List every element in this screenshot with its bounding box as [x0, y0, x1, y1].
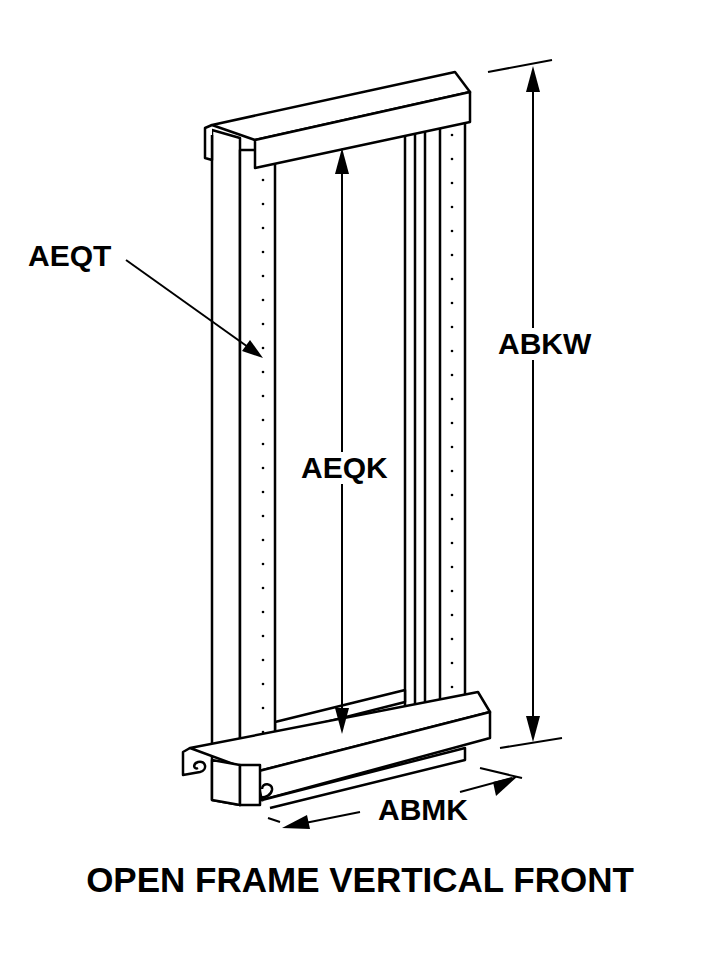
mounting-hole — [451, 494, 454, 497]
mounting-hole — [262, 299, 265, 302]
mounting-hole — [262, 443, 265, 446]
mounting-hole — [262, 491, 265, 494]
mounting-hole — [262, 587, 265, 590]
mounting-hole — [451, 566, 454, 569]
caption: OPEN FRAME VERTICAL FRONT — [0, 862, 720, 897]
mounting-hole — [451, 206, 454, 209]
mounting-hole — [451, 158, 454, 161]
mounting-hole — [451, 182, 454, 185]
dimension-label: AEQT — [26, 240, 113, 272]
mounting-hole — [451, 422, 454, 425]
mounting-hole — [451, 374, 454, 377]
mounting-hole — [262, 371, 265, 374]
mounting-hole — [451, 638, 454, 641]
mounting-hole — [262, 323, 265, 326]
mounting-hole — [451, 518, 454, 521]
top-lip — [205, 125, 212, 160]
mounting-hole — [451, 326, 454, 329]
mounting-hole — [262, 683, 265, 686]
mounting-hole — [451, 278, 454, 281]
mounting-hole — [262, 611, 265, 614]
mounting-hole — [262, 203, 265, 206]
extension-line — [480, 768, 522, 778]
left-upright-front — [240, 150, 275, 800]
mounting-hole — [262, 707, 265, 710]
mounting-hole — [262, 515, 265, 518]
dimension-line — [532, 80, 534, 736]
mounting-hole — [262, 227, 265, 230]
mounting-hole — [262, 251, 265, 254]
right-upright — [405, 95, 465, 730]
mounting-hole — [262, 347, 265, 350]
mounting-hole — [262, 179, 265, 182]
extension-line — [488, 60, 552, 72]
mounting-hole — [262, 419, 265, 422]
mounting-hole — [262, 563, 265, 566]
left-upright-side — [212, 130, 240, 805]
mounting-hole — [262, 635, 265, 638]
dimension-label: AEQK — [299, 452, 390, 484]
mounting-hole — [262, 395, 265, 398]
mounting-hole — [451, 302, 454, 305]
mounting-hole — [451, 446, 454, 449]
mounting-hole — [451, 590, 454, 593]
extension-line — [268, 818, 280, 822]
mounting-hole — [451, 614, 454, 617]
mounting-hole — [451, 230, 454, 233]
dimension-label: ABMK — [376, 794, 470, 826]
mounting-hole — [451, 542, 454, 545]
mounting-hole — [262, 467, 265, 470]
mounting-hole — [451, 398, 454, 401]
mounting-hole — [451, 686, 454, 689]
mounting-hole — [262, 731, 265, 734]
mounting-hole — [451, 134, 454, 137]
mounting-hole — [451, 662, 454, 665]
top-bar-front — [255, 92, 470, 168]
base-curl-left — [183, 748, 205, 775]
dimension-line — [341, 160, 343, 724]
mounting-hole — [262, 539, 265, 542]
mounting-hole — [451, 470, 454, 473]
extension-line — [500, 738, 562, 748]
leader-line — [126, 260, 255, 352]
mounting-hole — [262, 659, 265, 662]
mounting-hole — [451, 350, 454, 353]
dimension-label: ABKW — [496, 328, 593, 360]
mounting-hole — [262, 275, 265, 278]
mounting-hole — [451, 254, 454, 257]
